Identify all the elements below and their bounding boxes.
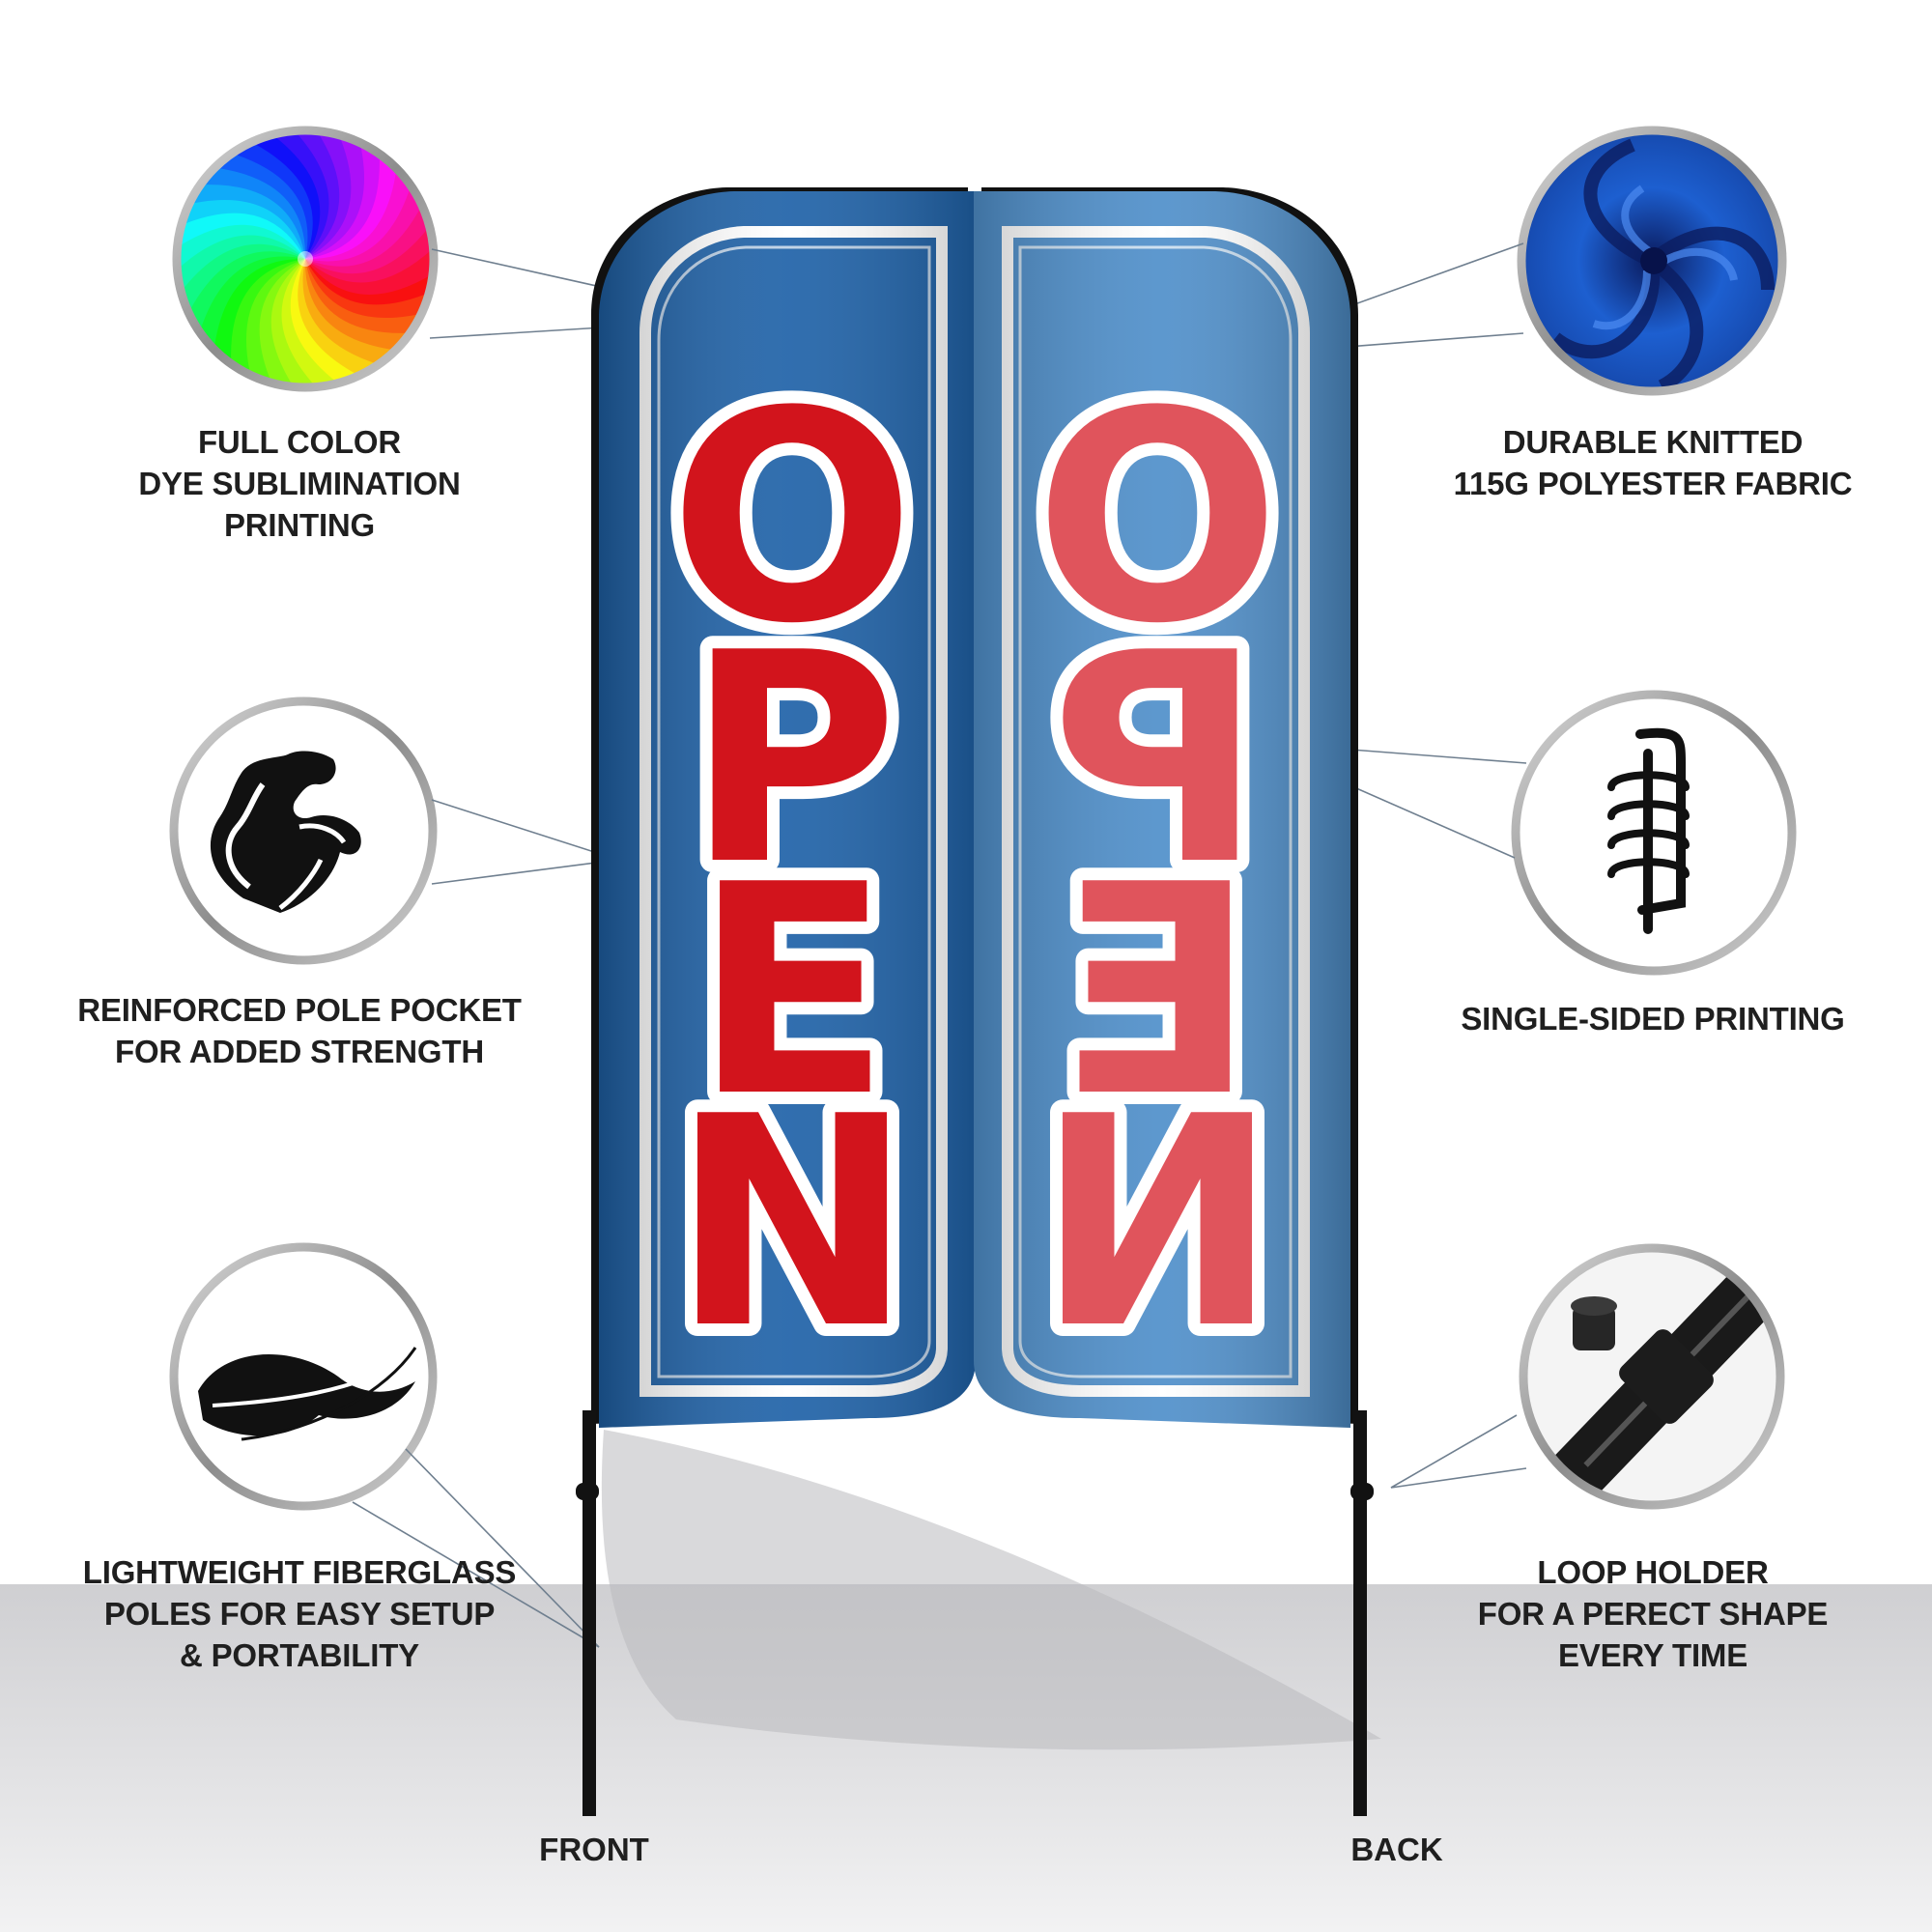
back-label: BACK — [1350, 1832, 1443, 1867]
front-flag-letter-p: P — [686, 591, 898, 928]
blue-fabric-icon — [1521, 130, 1782, 391]
back-flag-letter-o: O — [1034, 350, 1280, 687]
front-flag-letter-e: E — [694, 823, 892, 1160]
front-flag-letter-n: N — [670, 1055, 913, 1392]
back-flag-letter-p: P — [1051, 591, 1264, 928]
front-flag-letter-o: O — [668, 350, 915, 687]
color-wheel-ring — [172, 126, 439, 392]
flag-shadow — [601, 1430, 1381, 1750]
feature-full-color-line-1: FULL COLOR — [197, 424, 402, 460]
loop-holder-ring — [1519, 1243, 1785, 1510]
feature-full-color-line-3: PRINTING — [223, 507, 376, 543]
feature-fiberglass-line-2: POLES FOR EASY SETUP — [103, 1596, 496, 1632]
blue-fabric-ring — [1517, 126, 1787, 396]
feature-full-color-line-2: DYE SUBLIMINATION — [138, 466, 461, 501]
feature-single-sided: SINGLE-SIDED PRINTING — [1363, 998, 1932, 1039]
feature-fiberglass-line-1: LIGHTWEIGHT FIBERGLASS — [82, 1554, 517, 1590]
feature-fiberglass: LIGHTWEIGHT FIBERGLASS POLES FOR EASY SE… — [10, 1551, 589, 1676]
feature-full-color: FULL COLOR DYE SUBLIMINATION PRINTING — [10, 421, 589, 546]
feather-icon — [198, 1347, 417, 1441]
feature-fabric-line-2: 115G POLYESTER FABRIC — [1453, 466, 1853, 501]
feature-fabric: DURABLE KNITTED 115G POLYESTER FABRIC — [1363, 421, 1932, 504]
color-wheel-icon — [177, 130, 434, 387]
feature-loop-holder-line-3: EVERY TIME — [1557, 1637, 1748, 1673]
back-flag-letter-e: E — [1059, 823, 1257, 1160]
feature-pole-pocket-line-1: REINFORCED POLE POCKET — [77, 992, 522, 1028]
feature-loop-holder-line-2: FOR A PERECT SHAPE — [1477, 1596, 1829, 1632]
feature-loop-holder-line-1: LOOP HOLDER — [1537, 1554, 1769, 1590]
front-label: FRONT — [539, 1832, 649, 1867]
back-flag-letter-n: N — [1036, 1055, 1278, 1392]
feature-loop-holder: LOOP HOLDER FOR A PERECT SHAPE EVERY TIM… — [1363, 1551, 1932, 1676]
flexed-arm-icon — [210, 751, 361, 913]
feature-single-sided-line-1: SINGLE-SIDED PRINTING — [1461, 1001, 1845, 1037]
feature-fiberglass-line-3: & PORTABILITY — [180, 1637, 419, 1673]
loop-holder-clip-icon — [1523, 1248, 1780, 1505]
feature-fabric-line-1: DURABLE KNITTED — [1502, 424, 1804, 460]
flag-pole-loop-icon — [1607, 727, 1690, 934]
feature-pole-pocket: REINFORCED POLE POCKET FOR ADDED STRENGT… — [10, 989, 589, 1072]
feature-pole-pocket-line-2: FOR ADDED STRENGTH — [114, 1034, 484, 1069]
